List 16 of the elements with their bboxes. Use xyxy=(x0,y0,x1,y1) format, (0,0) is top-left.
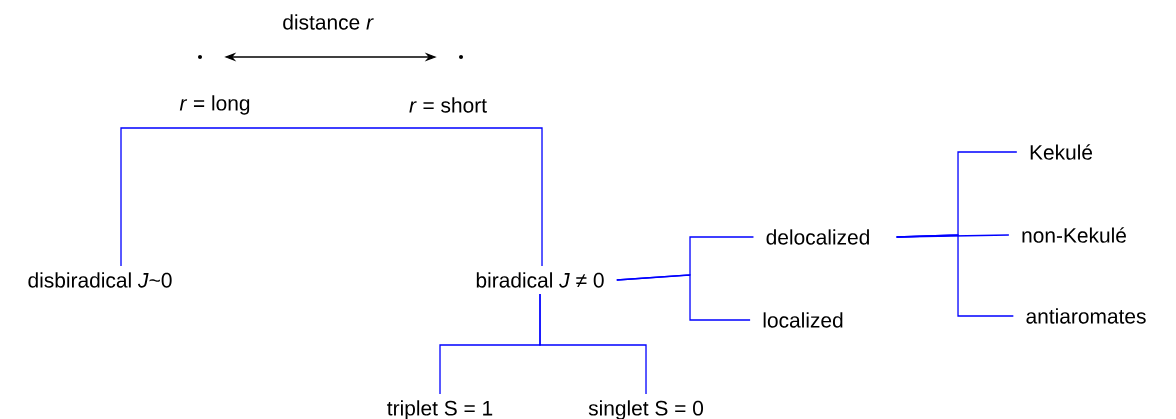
connector-line xyxy=(539,293,647,395)
node-label: triplet S = 1 xyxy=(387,400,493,419)
connector-line xyxy=(120,127,543,267)
edge-label: distance r xyxy=(280,12,376,32)
node-label: localized xyxy=(763,312,843,328)
connector-line xyxy=(616,274,751,321)
node-label: Kekulé xyxy=(1030,144,1093,160)
node-label: delocalized xyxy=(766,229,869,245)
node-label: non-Kekulé xyxy=(1022,227,1126,243)
node-label: antiaromates xyxy=(1026,308,1146,324)
node-label: singlet S = 0 xyxy=(588,400,704,419)
node-label: disbiradical J~0 xyxy=(28,272,172,288)
connector-line xyxy=(895,234,1014,317)
branch-label: r = long xyxy=(179,95,250,115)
branch-label: r = short xyxy=(409,97,487,113)
node-label: biradical J ≠ 0 xyxy=(476,272,604,288)
